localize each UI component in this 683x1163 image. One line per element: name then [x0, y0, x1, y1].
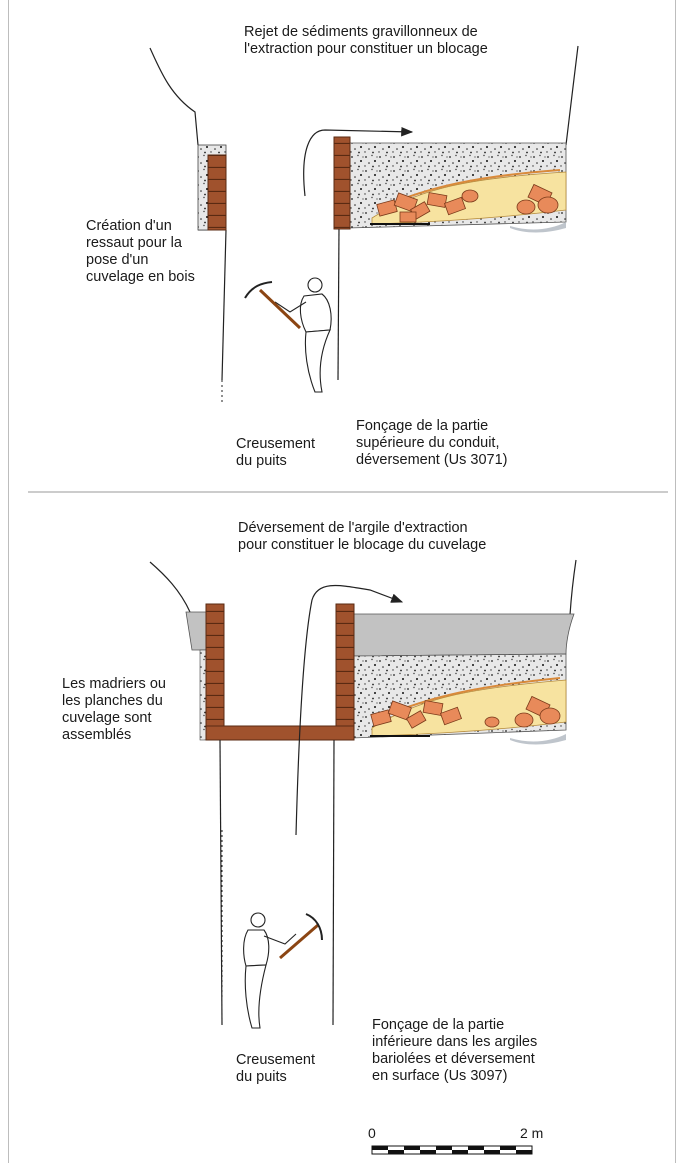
- bottom-diagram: [149, 559, 577, 1029]
- terrain-right-line: [565, 45, 579, 146]
- scale-bar: [371, 1145, 533, 1155]
- shaft-wall-right: [337, 227, 340, 381]
- top-label-ressaut: Création d'un ressaut pour la pose d'un …: [86, 218, 195, 285]
- timber-left: [207, 154, 227, 231]
- terrain-right-line-2: [569, 559, 577, 616]
- figure-frame: [8, 0, 676, 1163]
- terrain-left-line-2: [149, 561, 191, 613]
- throw-arrow-2: [295, 584, 404, 836]
- top-label-foncage: Fonçage de la partie supérieure du condu…: [356, 418, 508, 468]
- bottom-label-foncage: Fonçage de la partie inférieure dans les…: [372, 1017, 538, 1084]
- cuvelage-base: [205, 725, 355, 741]
- bottom-label-madriers: Les madriers ou les planches du cuvelage…: [62, 676, 166, 743]
- terrain-left-line: [149, 47, 199, 146]
- throw-arrow: [303, 126, 414, 197]
- top-diagram: [149, 45, 579, 405]
- bottom-label-creusement: Creusement du puits: [236, 1052, 315, 1085]
- clay-blocks: [376, 183, 559, 223]
- worker-figure: [244, 277, 332, 393]
- top-label-rejet: Rejet de sédiments gravillonneux de l'ex…: [244, 24, 488, 57]
- scale-start-label: 0: [368, 1125, 376, 1141]
- cuvelage-right-post: [335, 603, 355, 739]
- cuvelage-left-post: [205, 603, 225, 739]
- clay-layer: [351, 613, 575, 657]
- bottom-label-deversement: Déversement de l'argile d'extraction pou…: [238, 520, 487, 553]
- shaft-wall-left: [221, 229, 227, 381]
- shaft-wall-left-2: [219, 739, 223, 1026]
- timber-right: [333, 136, 351, 230]
- scale-end-label: 2 m: [520, 1125, 544, 1141]
- shaft-wall-right-2: [332, 739, 335, 1026]
- worker-figure-2: [243, 912, 323, 1029]
- top-label-creusement: Creusement du puits: [236, 436, 315, 469]
- clay-blocks-2: [370, 695, 561, 729]
